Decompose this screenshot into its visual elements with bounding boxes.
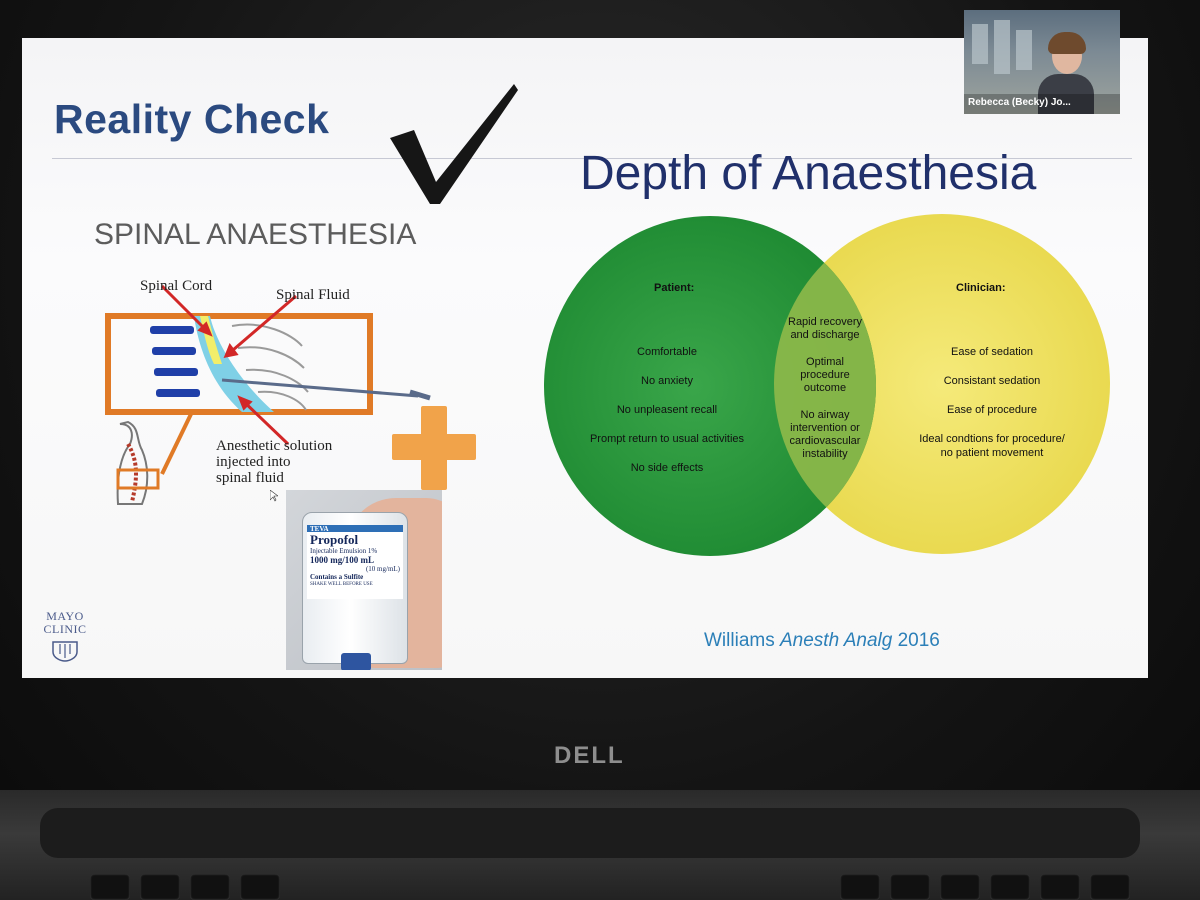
keyboard-key <box>140 874 180 900</box>
mayo-line-2: CLINIC <box>43 622 87 636</box>
bottle-line-1: Injectable Emulsion 1% <box>310 547 378 555</box>
keyboard-key <box>890 874 930 900</box>
clinician-heading: Clinician: <box>956 282 1006 294</box>
solution-line-1: Anesthetic solution <box>216 438 333 454</box>
bottle-dose: 1000 mg/100 mL <box>310 555 374 565</box>
list-item: No side effects <box>630 462 704 474</box>
bottle-conc: (10 mg/mL) <box>365 565 400 573</box>
participant-video-tile[interactable]: Rebecca (Becky) Jo... <box>964 10 1120 114</box>
bottle-line-3: SHAKE WELL BEFORE USE <box>310 582 373 587</box>
overlap-item: No airway intervention or cardiovascular… <box>766 409 884 461</box>
overlap-text: Optimal <box>806 356 844 368</box>
list-item: no patient movement <box>940 447 1044 459</box>
mayo-shield-icon <box>52 641 78 662</box>
mayo-line-1: MAYO <box>46 609 84 623</box>
keyboard-key <box>990 874 1030 900</box>
propofol-bottle: TEVA Propofol Injectable Emulsion 1% 100… <box>302 512 408 670</box>
keyboard-keys <box>90 866 1140 900</box>
overlap-text: outcome <box>803 382 847 394</box>
list-item: Comfortable <box>637 346 697 358</box>
anesthetic-solution-label: Anesthetic solution injected into spinal… <box>216 438 416 486</box>
list-item: Consistant sedation <box>943 375 1041 387</box>
overlap-item: Rapid recovery and discharge <box>766 316 884 342</box>
overlap-item: Optimal procedure outcome <box>766 356 884 395</box>
patient-heading: Patient: <box>654 282 695 294</box>
participant-hair <box>1048 32 1086 54</box>
dell-logo: DELL <box>554 742 625 769</box>
overlap-text: instability <box>802 448 848 460</box>
citation: Williams Anesth Analg 2016 <box>704 630 940 652</box>
list-item: Ease of procedure <box>947 404 1037 416</box>
keyboard-key <box>240 874 280 900</box>
overlap-text: Rapid recovery <box>788 316 862 328</box>
patient-items: Comfortable No anxiety No unpleasent rec… <box>570 338 764 483</box>
list-item: No unpleasent recall <box>616 404 718 416</box>
citation-journal: Anesth Analg <box>780 630 893 651</box>
list-item: Ideal condtions for procedure/ <box>919 433 1065 445</box>
spinal-diagram <box>105 284 431 505</box>
participant-body <box>1038 74 1094 114</box>
keyboard-key <box>190 874 230 900</box>
venn-diagram <box>544 214 1110 556</box>
keyboard-key <box>940 874 980 900</box>
depth-of-anaesthesia-title: Depth of Anaesthesia <box>580 147 1037 200</box>
background-window <box>1016 30 1032 70</box>
participant-name: Rebecca (Becky) Jo... <box>964 94 1120 114</box>
keyboard-key <box>840 874 880 900</box>
citation-author: Williams <box>704 630 775 651</box>
background-window <box>972 24 988 64</box>
reality-check-title: Reality Check <box>54 96 330 142</box>
mayo-clinic-logo: MAYO CLINIC <box>40 610 90 667</box>
bottle-label: TEVA Propofol Injectable Emulsion 1% 100… <box>307 525 403 599</box>
patient-circle <box>544 216 876 556</box>
list-item: Prompt return to usual activities <box>589 433 745 445</box>
overlap-text: intervention or <box>790 422 860 434</box>
clinician-items: Ease of sedation Consistant sedation Eas… <box>902 338 1082 460</box>
spinal-cord-label: Spinal Cord <box>140 278 213 294</box>
checkmark-icon <box>390 84 518 204</box>
bottle-brand: Propofol <box>310 532 359 547</box>
solution-line-2: injected into <box>216 454 291 470</box>
spinal-anaesthesia-heading: SPINAL ANAESTHESIA <box>94 218 417 251</box>
list-item: No anxiety <box>641 375 693 387</box>
solution-line-3: spinal fluid <box>216 470 284 486</box>
overlap-text: and discharge <box>790 329 860 341</box>
bottle-cap <box>341 653 371 670</box>
overlap-items: Rapid recovery and discharge Optimal pro… <box>766 316 884 461</box>
plus-icon <box>392 406 476 490</box>
citation-year: 2016 <box>897 630 940 651</box>
keyboard-edge <box>40 808 1140 858</box>
bottle-line-2: Contains a Sulfite <box>310 573 364 581</box>
keyboard-key <box>90 874 130 900</box>
overlap-text: procedure <box>800 369 850 381</box>
clinician-circle <box>774 214 1110 554</box>
keyboard-key <box>1090 874 1130 900</box>
presentation-slide: Reality Check Depth of Anaesthesia SPINA… <box>22 38 1148 678</box>
propofol-photo: TEVA Propofol Injectable Emulsion 1% 100… <box>286 490 442 670</box>
header-divider <box>52 158 1132 159</box>
overlap-text: cardiovascular <box>789 435 861 447</box>
background-window <box>994 20 1010 74</box>
list-item: Ease of sedation <box>951 346 1033 358</box>
keyboard-key <box>1040 874 1080 900</box>
mouse-cursor-icon <box>270 490 278 502</box>
overlap-text: No airway <box>800 409 850 421</box>
bottle-maker: TEVA <box>310 525 329 533</box>
spinal-fluid-label: Spinal Fluid <box>276 287 350 303</box>
